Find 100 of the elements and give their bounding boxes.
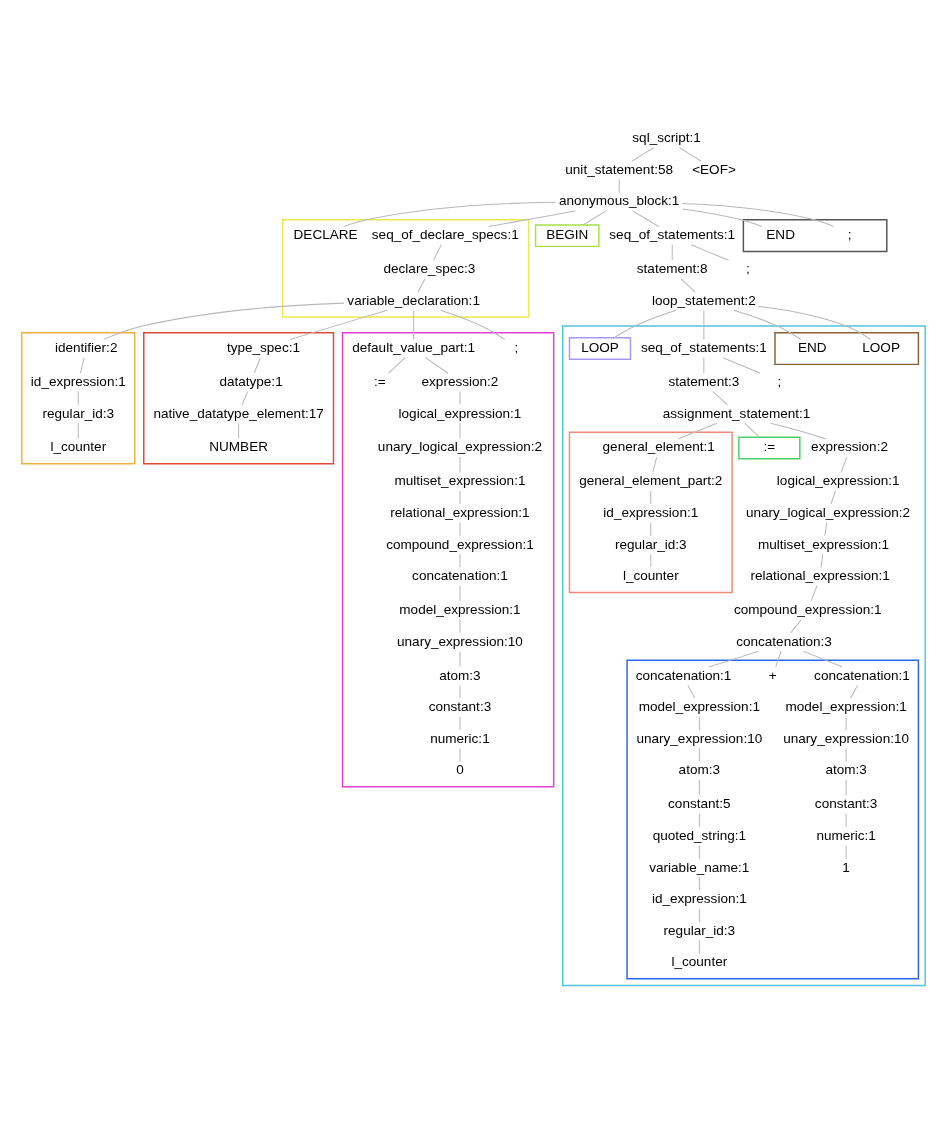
node-text: anonymous_block:1 — [558, 193, 680, 209]
node-text: atom:3 — [678, 762, 721, 778]
node-text: statement:8 — [636, 261, 708, 277]
connector — [845, 845, 847, 860]
connector — [459, 585, 461, 602]
connector — [680, 278, 696, 293]
node-text: relational_expression:1 — [750, 568, 890, 584]
connector — [459, 490, 461, 505]
node-text: + — [768, 667, 777, 683]
node-text: constant:3 — [814, 796, 878, 812]
node-text: concatenation:1 — [635, 667, 732, 683]
connector — [103, 302, 345, 340]
cluster — [341, 332, 555, 788]
connector — [679, 147, 702, 162]
connector — [845, 813, 847, 828]
connector — [433, 244, 442, 261]
connector — [708, 650, 760, 668]
connector — [824, 522, 828, 537]
node-text: model_expression:1 — [785, 699, 907, 715]
connector — [650, 553, 652, 568]
connector — [698, 747, 700, 763]
node-text: logical_expression:1 — [776, 473, 900, 489]
connector — [803, 650, 843, 668]
connector — [459, 684, 461, 699]
connector — [459, 422, 461, 439]
node-text: l_counter — [671, 954, 728, 970]
node-text: id_expression:1 — [30, 373, 126, 389]
node-text: model_expression:1 — [399, 602, 521, 618]
connector — [652, 456, 658, 473]
node-text: id_expression:1 — [603, 504, 699, 520]
node-text: general_element:1 — [602, 439, 715, 455]
connector — [830, 490, 836, 505]
node-text: regular_id:3 — [615, 536, 687, 552]
cluster — [561, 325, 926, 987]
node-text: END — [797, 340, 827, 356]
node-text: END — [766, 227, 795, 243]
node-text: compound_expression:1 — [386, 536, 534, 552]
node-text: loop_statement:2 — [651, 292, 756, 308]
node-text: regular_id:3 — [42, 405, 115, 421]
connector — [744, 422, 760, 438]
connector — [757, 305, 872, 341]
node-box: LOOP — [568, 337, 632, 361]
connector — [238, 422, 240, 439]
node-text: ; — [777, 373, 782, 389]
node-text: general_element_part:2 — [579, 473, 723, 489]
node-text: NUMBER — [209, 439, 268, 455]
connector — [459, 522, 461, 537]
connector — [631, 147, 655, 162]
connector — [413, 310, 415, 341]
node-text: model_expression:1 — [638, 699, 760, 715]
connector — [698, 779, 700, 796]
connector — [845, 747, 847, 763]
connector — [687, 684, 696, 699]
connector — [241, 391, 249, 406]
connector — [712, 391, 728, 406]
node-text: unit_statement:58 — [565, 161, 674, 177]
connector — [77, 391, 79, 406]
node-text: datatype:1 — [219, 373, 283, 389]
node-text: declare_spec:3 — [383, 261, 476, 277]
connector — [775, 650, 782, 668]
node-text: type_spec:1 — [226, 340, 300, 356]
node-text: 0 — [456, 762, 464, 778]
connector — [417, 278, 426, 293]
node-text: constant:5 — [668, 796, 731, 812]
connector — [703, 310, 705, 341]
node-text: unary_logical_expression:2 — [377, 439, 543, 455]
connector — [840, 456, 848, 473]
cluster — [742, 219, 888, 253]
connector — [650, 490, 652, 505]
node-text: DECLARE — [293, 227, 358, 243]
cluster — [21, 332, 136, 465]
cluster — [281, 219, 530, 318]
node-text: native_datatype_element:17 — [153, 405, 324, 421]
node-text: identifier:2 — [54, 340, 118, 356]
node-text: statement:3 — [668, 373, 740, 389]
node-text: l_counter — [622, 568, 679, 584]
connector — [632, 210, 660, 227]
node-text: relational_expression:1 — [390, 504, 530, 520]
connector — [850, 684, 859, 699]
node-text: 1 — [842, 859, 850, 875]
connector — [845, 716, 847, 731]
connector — [343, 201, 557, 228]
connector — [671, 244, 673, 261]
node-text: variable_name:1 — [649, 859, 750, 875]
connector — [77, 422, 79, 439]
connector — [698, 908, 700, 923]
connector — [650, 522, 652, 537]
node-text: compound_expression:1 — [733, 602, 882, 618]
connector — [424, 357, 449, 374]
node-text: seq_of_statements:1 — [640, 340, 767, 356]
node-text: unary_expression:10 — [636, 730, 763, 746]
connector — [790, 619, 802, 634]
connector — [678, 422, 718, 440]
node-text: expression:2 — [421, 373, 499, 389]
connector — [690, 244, 730, 261]
node-text: <EOF> — [692, 161, 736, 177]
connector — [845, 779, 847, 796]
node-text: assignment_statement:1 — [662, 405, 811, 421]
node-text: unary_logical_expression:2 — [745, 504, 911, 520]
connector — [682, 208, 763, 227]
